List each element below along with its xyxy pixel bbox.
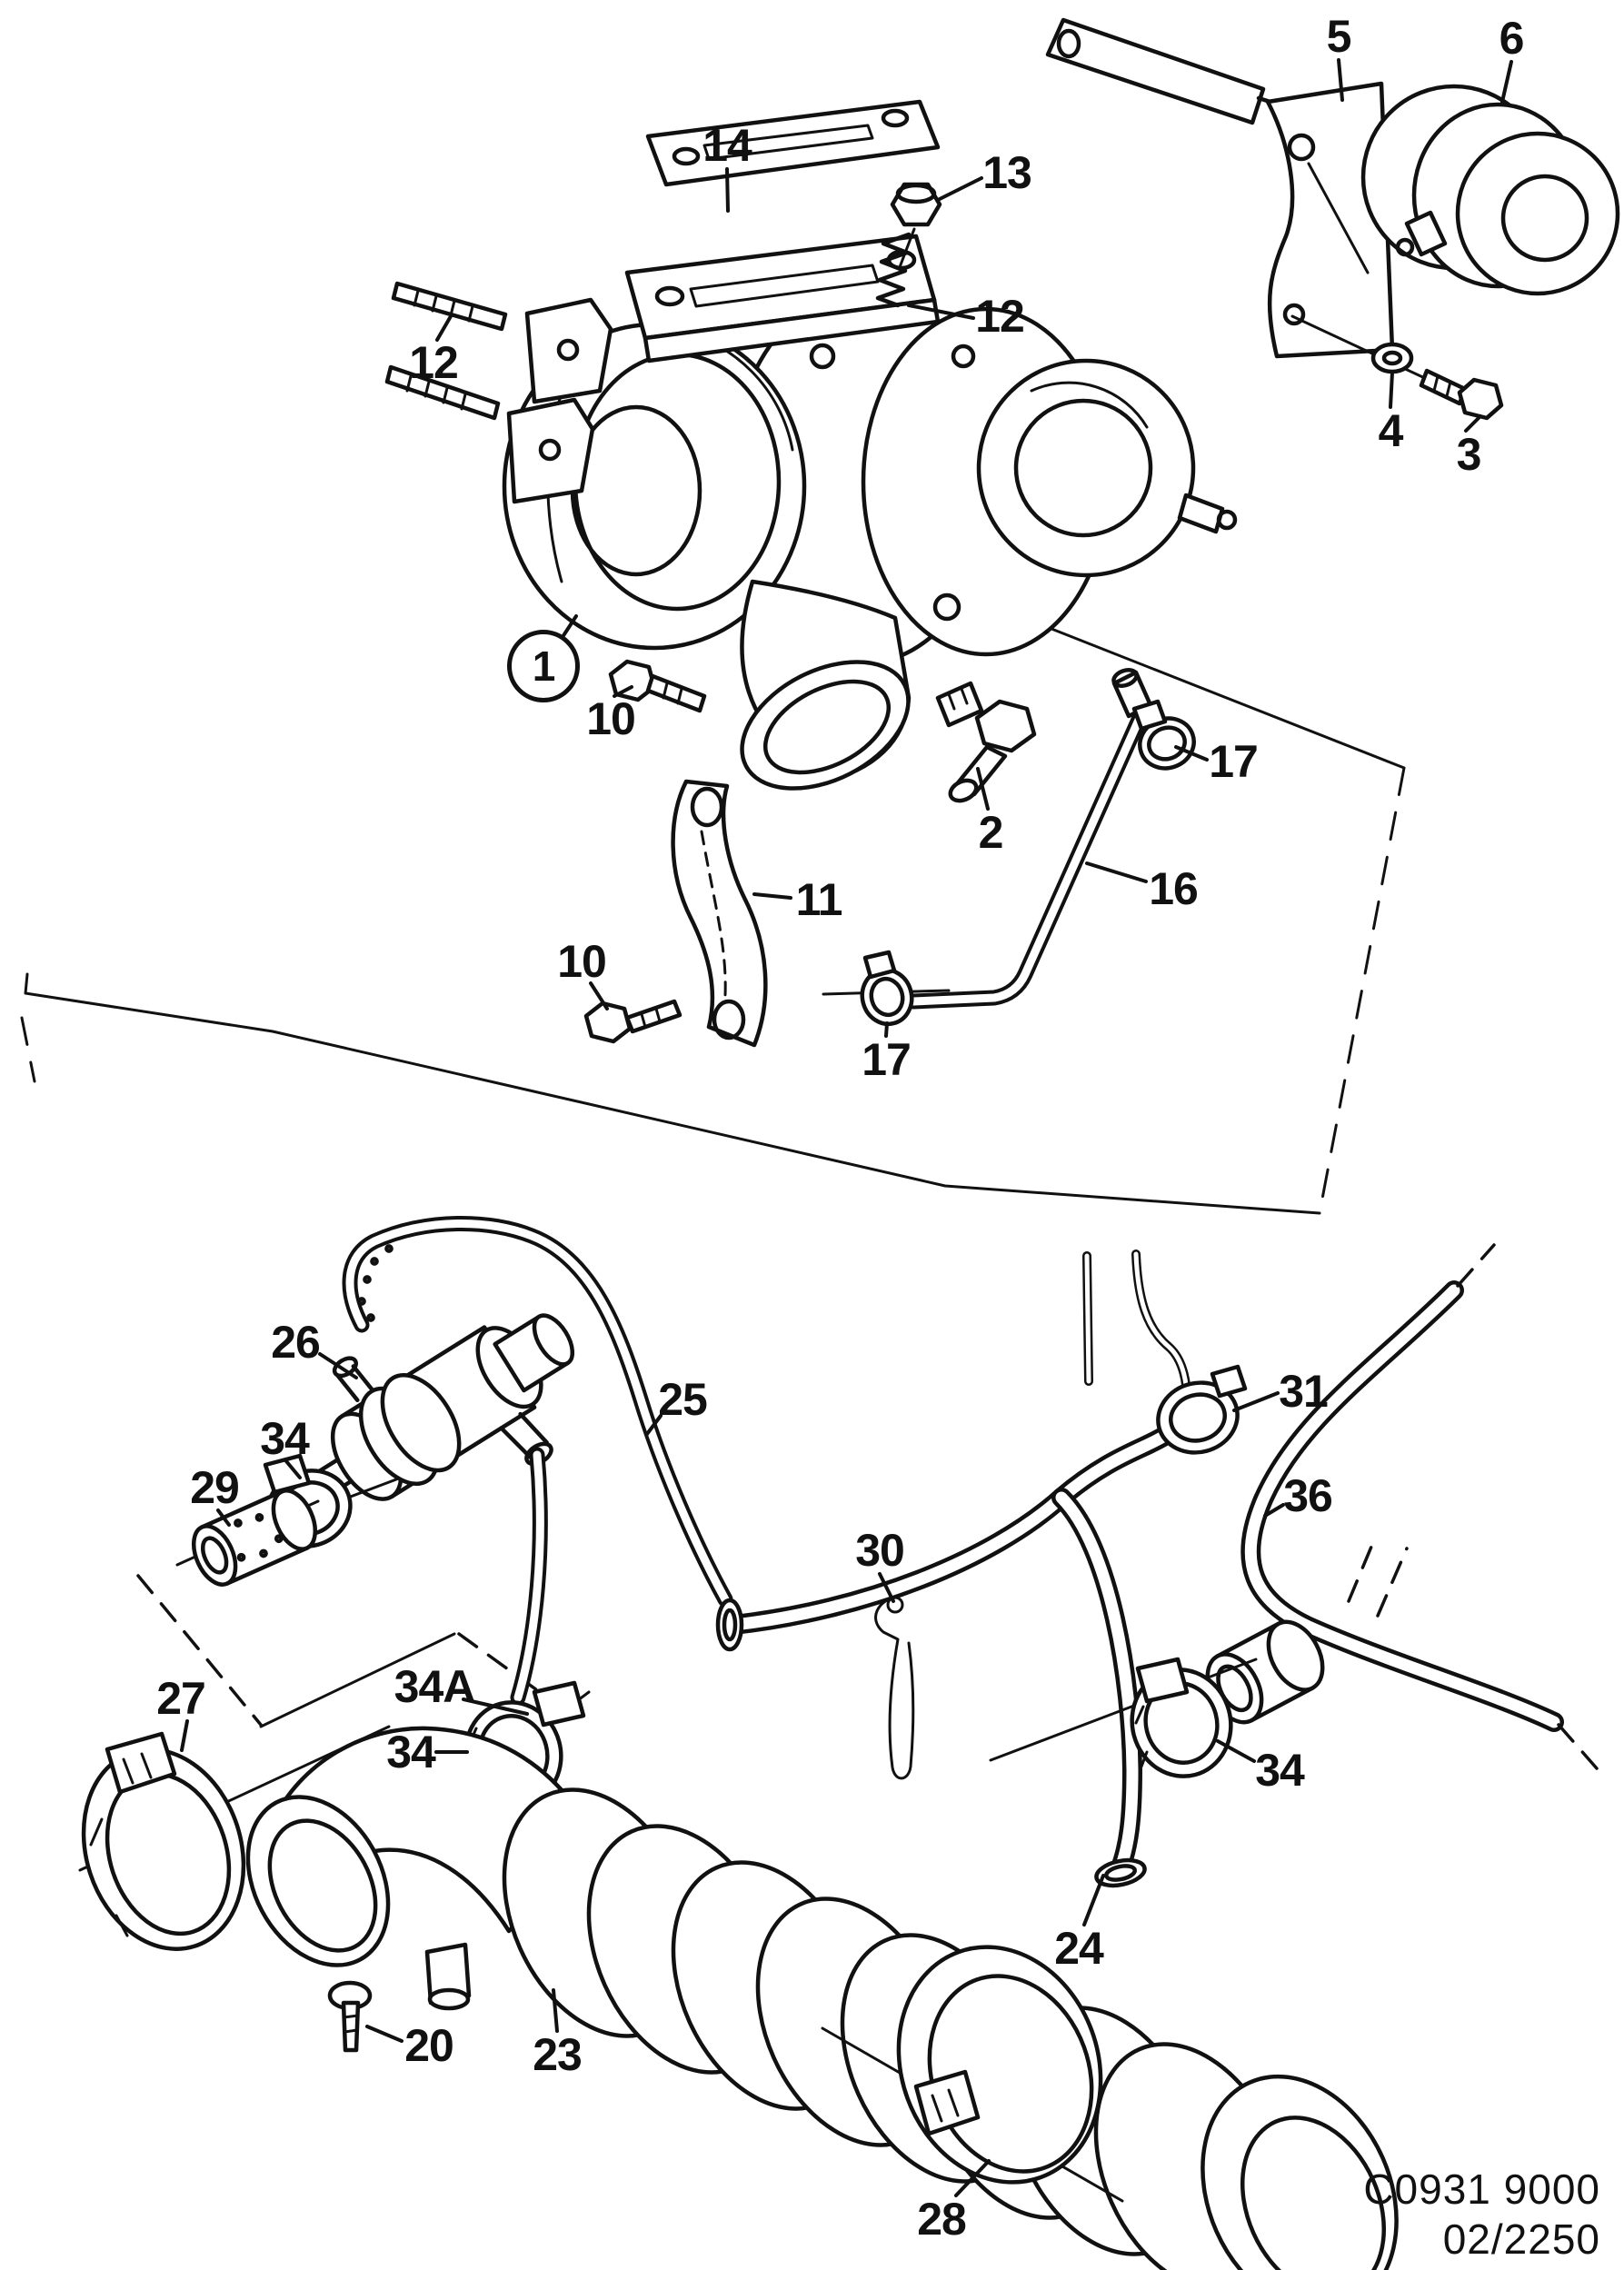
leader-line-5 <box>1337 58 1344 102</box>
part-callout-3: 3 <box>1456 429 1482 480</box>
part-callout-29: 29 <box>190 1462 240 1513</box>
leader-line-3 <box>1464 414 1482 433</box>
leader-line-34-c <box>1216 1739 1256 1763</box>
part-callout-36: 36 <box>1283 1470 1333 1521</box>
clamp-27-drawing <box>78 1725 391 1951</box>
leader-line-31 <box>1232 1391 1280 1412</box>
leader-line-11 <box>752 892 792 900</box>
leader-line-4 <box>1389 371 1394 409</box>
leader-line-14 <box>725 167 730 213</box>
actuator-drawing <box>1045 17 1620 421</box>
part-callout-27: 27 <box>156 1673 206 1724</box>
leader-line-16 <box>1085 861 1148 883</box>
part-callout-10-lower: 10 <box>557 936 607 987</box>
leader-line-6 <box>1500 60 1513 104</box>
leader-line-10-upper <box>613 685 633 698</box>
drawing-code-line1: C0931 9000 <box>1363 2165 1600 2213</box>
gasket-and-flange-drawing <box>624 99 942 363</box>
part-callout-34-a: 34 <box>260 1413 310 1464</box>
part-callout-2: 2 <box>978 807 1004 858</box>
part-callout-13: 13 <box>982 147 1032 198</box>
leader-line-34A <box>462 1698 529 1716</box>
part-callout-17-lower: 17 <box>862 1034 912 1085</box>
part-callout-34-b: 34 <box>386 1727 436 1777</box>
part-callout-30: 30 <box>855 1525 905 1576</box>
leader-line-12-left <box>435 314 453 342</box>
nipple-29-drawing <box>175 1488 320 1587</box>
hose-25-drawing <box>342 1216 733 1608</box>
drawing-code: C0931 9000 02/2250 <box>1363 2165 1600 2265</box>
leader-line-23 <box>552 1988 559 2033</box>
part-callout-14: 14 <box>702 120 752 171</box>
leader-line-29 <box>216 1508 231 1527</box>
part-callout-20: 20 <box>404 2020 454 2071</box>
part-callout-6: 6 <box>1499 13 1525 64</box>
part-callout-26: 26 <box>271 1317 321 1368</box>
studs-12-drawing <box>384 281 613 504</box>
drawing-code-line2: 02/2250 <box>1442 2215 1600 2264</box>
leader-line-28 <box>954 2159 991 2197</box>
leader-line-17-lower <box>884 1021 889 1038</box>
part-callout-24: 24 <box>1054 1923 1104 1974</box>
leader-line-26 <box>318 1352 358 1379</box>
leader-line-30 <box>878 1572 895 1603</box>
part-callout-1: 1 <box>507 630 580 702</box>
oil-fitting-2-drawing <box>935 681 1037 803</box>
leader-line-13 <box>936 176 983 202</box>
leader-line-17-upper <box>1174 745 1209 762</box>
leader-line-10-lower <box>589 981 609 1011</box>
part-callout-12-right: 12 <box>975 291 1025 342</box>
leader-line-25 <box>645 1414 663 1436</box>
part-callout-11: 11 <box>795 874 843 925</box>
part-callout-16: 16 <box>1149 863 1199 914</box>
leader-line-12-right <box>907 304 975 320</box>
air-hose-23-drawing <box>245 1726 1399 2270</box>
part-callout-17-upper: 17 <box>1209 736 1259 787</box>
leader-line-24 <box>1082 1874 1105 1927</box>
leader-line-27 <box>180 1719 189 1752</box>
part-callout-10-upper: 10 <box>586 693 636 744</box>
part-callout-34-c: 34 <box>1255 1745 1305 1796</box>
turbocharger-drawing <box>502 288 1238 791</box>
leader-lines <box>180 58 1513 2197</box>
leader-line-34-a <box>284 1459 302 1479</box>
leader-line-2 <box>976 767 990 811</box>
leader-line-36 <box>1263 1503 1285 1518</box>
valve-26-drawing <box>305 1313 575 1503</box>
part-callout-12-left: 12 <box>409 337 459 388</box>
part-callout-4: 4 <box>1378 405 1404 456</box>
part-callout-34A: 34A <box>394 1661 476 1712</box>
part-callout-23: 23 <box>533 2029 583 2080</box>
oil-hose-16-drawing <box>822 699 1196 1027</box>
part-callout-25: 25 <box>658 1374 708 1425</box>
leader-line-20 <box>365 2025 404 2043</box>
part-callout-28: 28 <box>917 2194 967 2245</box>
part-callout-5: 5 <box>1326 11 1352 62</box>
part-callout-31: 31 <box>1279 1366 1329 1417</box>
clamp-28-drawing <box>821 1945 1124 2203</box>
hose-24-drawing <box>715 1249 1248 1888</box>
hose-36-drawing <box>989 1243 1599 1778</box>
